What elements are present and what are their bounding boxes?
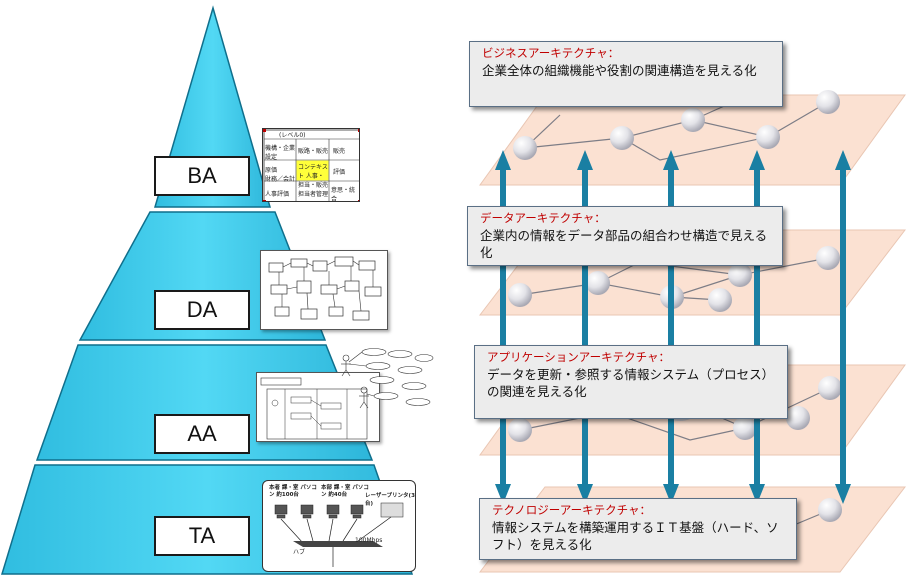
level-label-ba: BA bbox=[154, 156, 250, 196]
pc-group-label: 本者 課・室 パソコン 約100台 bbox=[269, 485, 317, 498]
ba-table-cell: 評価 bbox=[333, 169, 346, 176]
arrow-col-4 bbox=[749, 150, 765, 504]
ba-table-cell: 意思・統合 bbox=[331, 187, 356, 202]
level-label-aa: AA bbox=[154, 414, 250, 454]
arrow-col-3 bbox=[663, 150, 679, 504]
ba-table-cell: 担当者管理 bbox=[298, 191, 329, 198]
level-label-ta: TA bbox=[154, 516, 250, 556]
callout-data-architecture: データアーキテクチャ： 企業内の情報をデータ部品の組合わせ構造で見える化 bbox=[467, 206, 783, 266]
layer-link-arrows bbox=[495, 150, 851, 504]
ba-table-thumbnail: (レベル0) 機構・企業設定 販路・販売 販売 コンテキスト 人事・担当・販売 … bbox=[262, 128, 360, 202]
callout-description: 情報システムを構築運用するＩＴ基盤（ハード、ソフト）を見える化 bbox=[492, 520, 779, 552]
callout-description: 企業全体の組織機能や役割の関連構造を見える化 bbox=[482, 63, 757, 78]
ba-table-cell: 原価 bbox=[265, 167, 278, 174]
arrow-col-1 bbox=[495, 150, 511, 504]
ba-table-header: (レベル0) bbox=[279, 132, 306, 139]
callout-description: データを更新・参照する情報システム（プロセス）の関連を見える化 bbox=[487, 367, 775, 399]
aa-process-thumbnail bbox=[256, 372, 380, 442]
speed-label: 100Mbps bbox=[355, 537, 383, 544]
ba-table-cell: 販路・販売 bbox=[298, 148, 329, 155]
ba-table-cell: 財務／会計 bbox=[265, 176, 296, 183]
callout-description: 企業内の情報をデータ部品の組合わせ構造で見える化 bbox=[480, 228, 768, 260]
level-label-da: DA bbox=[154, 290, 250, 330]
callout-title: テクノロジーアーキテクチャ： bbox=[492, 503, 652, 517]
hub-label: ハブ bbox=[293, 549, 306, 556]
callout-title: アプリケーションアーキテクチャ： bbox=[487, 350, 670, 364]
da-model-thumbnail bbox=[260, 250, 388, 330]
ba-table-cell: 販売 bbox=[333, 148, 346, 155]
printer-label: レーザープリンタ(3台) bbox=[365, 493, 415, 507]
ba-table-cell: 人事評価 bbox=[265, 191, 290, 198]
arrow-col-2 bbox=[577, 150, 593, 504]
aa-usecase-thumbnail bbox=[334, 344, 434, 416]
callout-title: ビジネスアーキテクチャ： bbox=[482, 46, 620, 60]
ba-table-cell: コンテキスト 人事・担当・販売 bbox=[298, 164, 329, 189]
callout-technology-architecture: テクノロジーアーキテクチャ： 情報システムを構築運用するＩＴ基盤（ハード、ソフト… bbox=[479, 498, 797, 560]
callout-application-architecture: アプリケーションアーキテクチャ： データを更新・参照する情報システム（プロセス）… bbox=[474, 345, 788, 419]
arrow-col-5 bbox=[835, 150, 851, 504]
callout-business-architecture: ビジネスアーキテクチャ： 企業全体の組織機能や役割の関連構造を見える化 bbox=[469, 41, 783, 107]
ba-table-cell: 機構・企業設定 bbox=[265, 145, 296, 161]
callout-title: データアーキテクチャ： bbox=[480, 211, 606, 225]
pc-group-label: 本部 課・室 パソコン 約40台 bbox=[321, 485, 369, 498]
ta-network-thumbnail: 本者 課・室 パソコン 約100台 本部 課・室 パソコン 約40台 レーザープ… bbox=[262, 480, 416, 572]
